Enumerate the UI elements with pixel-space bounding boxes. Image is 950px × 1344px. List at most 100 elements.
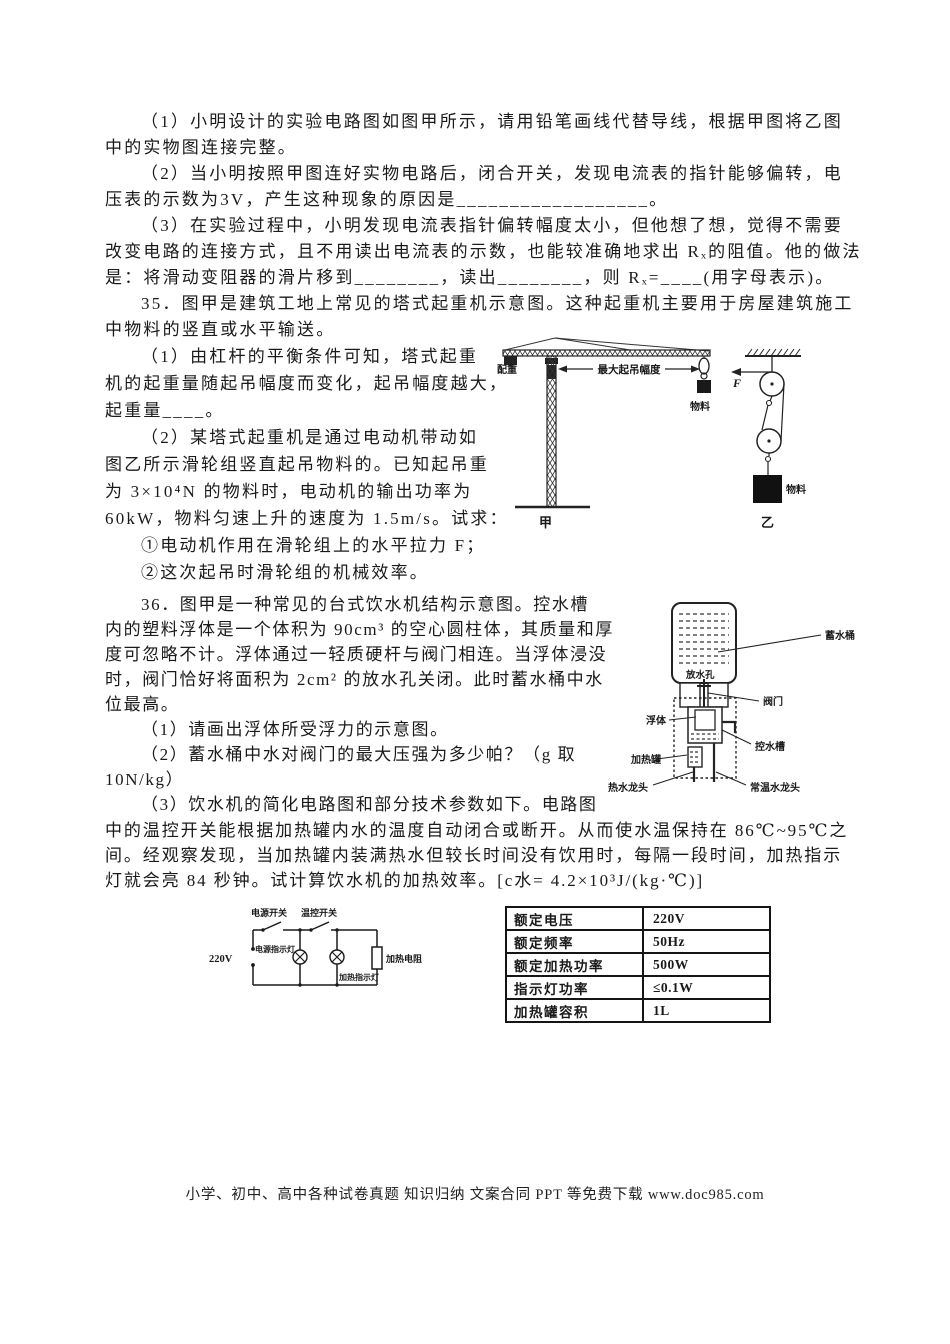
text-line: 灯就会亮 84 秒钟。试计算饮水机的加热效率。[c水= 4.2×10³J/(kg…: [105, 871, 705, 890]
hook-ring: [700, 372, 708, 380]
overflow-pipe: [722, 720, 737, 733]
range-arrow-left: [558, 365, 567, 373]
spec-label: 加热罐容积: [507, 1000, 644, 1021]
cabinet-outline: [673, 697, 737, 779]
switch-pivot: [309, 928, 313, 932]
text-line: 36．图甲是一种常见的台式饮水机结构示意图。控水槽: [141, 595, 589, 614]
crane-mast: [546, 355, 557, 508]
spec-value: ≤0.1W: [653, 979, 694, 995]
figure-caption-jia: 甲: [539, 515, 552, 530]
text-line: 改变电路的连接方式，且不用读出电流表的示数，也能较准确地求出 Rₓ的阻值。他的做…: [105, 242, 862, 261]
cold-tap-leader-line: [715, 771, 747, 786]
text-line: 中的温控开关能根据加热罐内水的温度自动闭合或断开。从而使水温保持在 86℃~95…: [105, 821, 849, 840]
valve-leader-line: [707, 692, 760, 702]
fixed-pulley-hook-line: [769, 395, 773, 402]
hot-tap-leader-line: [652, 771, 694, 786]
rope-left: [761, 404, 769, 431]
crane-figure: 配重 最大起吊幅度 物料 甲: [497, 337, 711, 530]
hole-label: 放水孔: [685, 669, 715, 681]
question-34-continued: （1）小明设计的实验电路图如图甲所示，请用铅笔画线代替导线，根据甲图将乙图 中的…: [105, 109, 862, 291]
text-line: 时，阀门恰好将面积为 2cm² 的放水孔关闭。此时蓄水桶中水: [105, 670, 604, 689]
cold-tap-label: 常温水龙头: [750, 781, 800, 794]
table-row: 额定频率 50Hz: [507, 931, 769, 954]
question-36-tail: 中的温控开关能根据加热罐内水的温度自动闭合或断开。从而使水温保持在 86℃~95…: [105, 818, 849, 893]
circuit-figure: 220V 电源开关 温控开关 电源指示灯 加热指示灯 加热电阻: [209, 907, 422, 987]
text-line: 中物料的竖直或水平输送。: [105, 320, 336, 339]
text-line: 60kW，物料匀速上升的速度为 1.5m/s。试求：: [105, 509, 509, 528]
pulley-figure: F 物料 乙: [731, 348, 806, 530]
spec-label: 指示灯功率: [507, 977, 644, 998]
float-body: [694, 709, 716, 731]
table-row: 额定电压 220V: [507, 908, 769, 931]
text-line: （3）饮水机的简化电路图和部分技术参数如下。电路图: [141, 795, 598, 814]
moving-pulley-hook: [764, 455, 772, 463]
bucket-label: 蓄水桶: [825, 629, 855, 642]
text-line: （2）某塔式起重机是通过电动机带动如: [141, 428, 479, 447]
spec-label: 额定频率: [507, 931, 644, 952]
crane-jib: [502, 349, 711, 357]
junction-dot: [335, 983, 339, 987]
voltage-label: 220V: [209, 954, 233, 965]
power-switch-label: 电源开关: [251, 907, 287, 918]
question-35-body: （1）由杠杆的平衡条件可知，塔式起重 机的起重量随起吊幅度而变化，起吊幅度越大，…: [105, 343, 515, 586]
text-line: 10N/kg）: [105, 770, 185, 789]
text-line: 压表的示数为3V，产生这种现象的原因是__________________。: [105, 190, 669, 209]
text-line: 是：将滑动变阻器的滑片移到________，读出________，则 Rₓ=__…: [105, 268, 835, 287]
crane-counterweight-block: [504, 356, 517, 365]
figure-caption-yi: 乙: [761, 515, 774, 530]
question-36-body: 36．图甲是一种常见的台式饮水机结构示意图。控水槽 内的塑料浮体是一个体积为 9…: [105, 592, 660, 817]
text-line: （1）请画出浮体所受浮力的示意图。: [141, 720, 449, 739]
spec-label: 额定电压: [507, 908, 644, 929]
text-line: （1）小明设计的实验电路图如图甲所示，请用铅笔画线代替导线，根据甲图将乙图: [141, 112, 843, 131]
tank-water-dashes: [691, 733, 719, 740]
heat-lamp-cross: [331, 951, 343, 963]
text-line: （2）当小明按照甲图连好实物电路后，闭合开关，发现电流表的指针能够偏转，电: [141, 164, 843, 183]
force-arrowhead: [731, 368, 741, 376]
heating-resistor: [371, 946, 383, 970]
pulley-load-label: 物料: [786, 483, 806, 496]
heater-coil-dashes: [690, 751, 700, 763]
text-line: 内的塑料浮体是一个体积为 90cm³ 的空心圆柱体，其质量和厚: [105, 620, 614, 639]
text-line: 机的起重量随起吊幅度而变化，起吊幅度越大，: [105, 374, 509, 393]
page-footer: 小学、初中、高中各种试卷真题 知识归纳 文案合同 PPT 等免费下载 www.d…: [185, 1187, 765, 1203]
spec-value: 1L: [653, 1002, 670, 1018]
bucket-water-dashes: [679, 613, 729, 664]
table-row: 指示灯功率 ≤0.1W: [507, 977, 769, 1000]
heater-leader-line: [656, 754, 688, 760]
text-line: （3）在实验过程中，小明发现电流表指针偏转幅度太小，但他想了想，觉得不需要: [141, 216, 843, 235]
junction-dot: [335, 928, 339, 932]
text-line: 起重量____。: [105, 401, 225, 420]
text-line: 度可忽略不计。浮体通过一轻质硬杆与阀门相连。当浮体浸没: [105, 645, 608, 664]
text-line: 图乙所示滑轮组竖直起吊物料的。已知起吊重: [105, 455, 489, 474]
hot-tap-label: 热水龙头: [608, 781, 648, 794]
pulley-load-block: [753, 475, 782, 503]
source-terminal: [251, 947, 255, 951]
temp-switch-lever: [310, 921, 330, 931]
crane-load-block: [697, 380, 711, 393]
text-line: 间。经观察发现，当加热罐内装满热水但较长时间没有饮用时，每隔一段时间，加热指示: [105, 846, 843, 865]
force-label: F: [732, 376, 741, 390]
text-line: ②这次起吊时滑轮组的机械效率。: [141, 563, 429, 582]
resistor-label: 加热电阻: [385, 953, 422, 964]
fixed-pulley-axle: [770, 382, 774, 386]
text-line: ①电动机作用在滑轮组上的水平拉力 F；: [141, 536, 486, 555]
text-line: 位最高。: [105, 695, 180, 714]
moving-pulley-axle: [767, 439, 771, 443]
heater-label: 加热罐: [630, 753, 661, 766]
power-switch-lever: [262, 921, 282, 931]
text-line: （1）由杠杆的平衡条件可知，塔式起重: [141, 347, 479, 366]
crane-range-label: 最大起吊幅度: [598, 363, 661, 376]
fixed-pulley-hook: [765, 399, 773, 407]
junction-dot: [298, 983, 302, 987]
spec-value: 500W: [653, 956, 689, 972]
spec-label: 额定加热功率: [507, 954, 644, 975]
range-arrow-right: [691, 365, 700, 373]
tank-label: 控水槽: [755, 740, 785, 753]
switch-pivot: [261, 928, 265, 932]
crane-and-pulley-figure: 配重 最大起吊幅度 物料 甲 F: [497, 337, 806, 530]
heat-lamp-label: 加热指示灯: [338, 972, 379, 982]
ceiling-hatch: [746, 348, 801, 357]
table-row: 加热罐容积 1L: [507, 1000, 769, 1021]
crane-load-label: 物料: [690, 400, 710, 413]
